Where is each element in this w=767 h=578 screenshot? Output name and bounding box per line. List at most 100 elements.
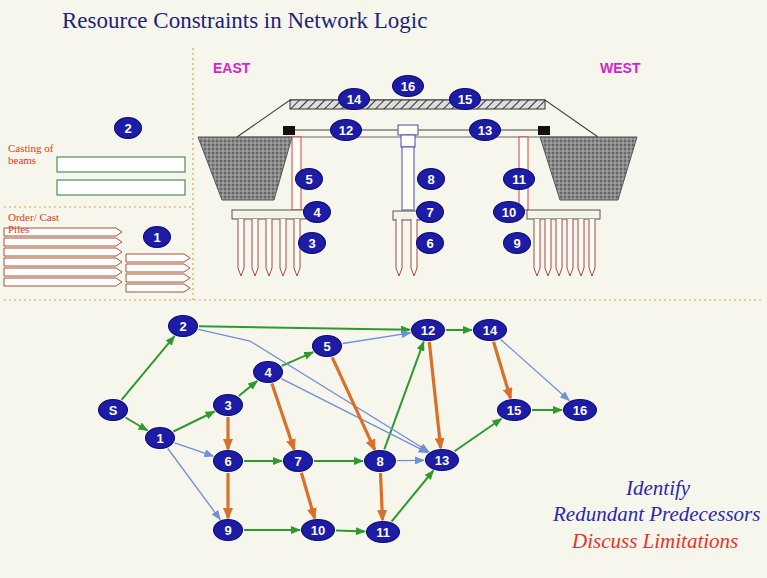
activity-node: 2 — [168, 315, 198, 337]
dependency-arrow — [343, 333, 411, 344]
dependency-arrow — [301, 473, 314, 519]
drawing-part — [527, 210, 600, 219]
node-number: 15 — [458, 93, 472, 106]
pile — [567, 219, 573, 276]
direction-label: WEST — [600, 60, 640, 76]
direction-label: EAST — [213, 60, 250, 76]
resource-label: Order/ Cast Piles — [8, 211, 70, 235]
node-number: 11 — [512, 173, 526, 186]
precast-pile — [4, 248, 122, 256]
activity-node: 9 — [213, 519, 243, 541]
dependency-arrow — [122, 336, 175, 400]
dependency-arrow — [392, 471, 434, 522]
drawing-part — [192, 48, 193, 300]
drawing-part — [538, 126, 550, 135]
dependency-arrow — [239, 381, 257, 396]
dependency-arrow — [332, 357, 375, 449]
precast-pile — [4, 258, 122, 266]
node-number: 14 — [483, 324, 497, 337]
node-number: 13 — [478, 124, 492, 137]
drawing-part — [198, 137, 292, 200]
dependency-arrow — [336, 530, 365, 533]
callout-ellipse: 10 — [493, 201, 525, 223]
drawing-part — [401, 135, 415, 147]
dependency-arrow — [244, 460, 282, 462]
node-number: 2 — [124, 122, 131, 135]
task-note: Identify — [626, 476, 690, 501]
dependency-arrow — [446, 329, 472, 331]
drawing-part — [290, 100, 545, 109]
callout-ellipse: 11 — [503, 168, 535, 190]
pile — [534, 219, 540, 276]
precast-pile — [4, 278, 122, 286]
dependency-arrow — [226, 473, 229, 518]
activity-node: 13 — [425, 449, 459, 471]
node-number: 3 — [224, 399, 231, 412]
activity-node: 7 — [283, 450, 313, 472]
task-note: Discuss Limitations — [572, 529, 738, 554]
drawing-part — [283, 126, 295, 135]
node-number: 10 — [311, 524, 325, 537]
callout-ellipse: 12 — [330, 119, 362, 141]
node-number: 14 — [347, 93, 361, 106]
node-number: S — [109, 404, 118, 417]
precast-pile — [4, 268, 122, 276]
callout-ellipse: 16 — [392, 75, 424, 97]
precast-pile — [126, 264, 190, 272]
drawing-part — [57, 157, 185, 172]
drawing-part — [398, 125, 418, 135]
pile — [252, 219, 258, 276]
callout-ellipse: 14 — [338, 88, 370, 110]
callout-ellipse: 5 — [295, 168, 323, 190]
pile — [396, 219, 402, 276]
slide-title: Resource Constraints in Network Logic — [62, 8, 427, 34]
dependency-arrow — [314, 460, 363, 462]
pile — [578, 219, 584, 276]
pile — [238, 219, 244, 276]
node-number: 12 — [421, 324, 435, 337]
precast-pile — [126, 254, 190, 262]
pile — [411, 219, 417, 276]
activity-node: 6 — [213, 450, 243, 472]
node-number: 16 — [401, 80, 415, 93]
abutments — [198, 137, 637, 200]
callout-ellipse: 8 — [417, 168, 445, 190]
resource-label: Casting of beams — [8, 142, 56, 166]
pile — [545, 219, 551, 276]
drawing-part — [4, 299, 763, 300]
node-number: 7 — [426, 206, 433, 219]
dependency-arrow — [226, 417, 229, 449]
activity-node: 3 — [213, 394, 243, 416]
activity-node: 15 — [497, 399, 531, 421]
dependency-arrow — [173, 412, 214, 432]
node-number: 12 — [339, 124, 353, 137]
dependency-arrow — [397, 460, 424, 462]
node-number: 11 — [376, 526, 390, 539]
dependency-arrow — [272, 384, 294, 450]
pile — [266, 219, 272, 276]
activity-node: 4 — [253, 361, 283, 383]
callout-ellipse: 15 — [449, 88, 481, 110]
dependency-arrow — [455, 419, 502, 452]
callout-ellipse: 4 — [303, 201, 331, 223]
dependency-arrow — [126, 418, 148, 431]
precast-pile — [126, 274, 190, 282]
precast-pile — [4, 238, 122, 246]
dependency-arrow — [244, 529, 300, 531]
dependency-arrow — [281, 379, 427, 453]
node-number: 8 — [376, 455, 383, 468]
callout-ellipse: 9 — [503, 232, 531, 254]
drawing-part — [237, 100, 598, 137]
node-number: 4 — [264, 366, 271, 379]
node-number: 4 — [313, 206, 320, 219]
callout-ellipse: 7 — [416, 201, 444, 223]
node-number: 5 — [305, 173, 312, 186]
node-number: 9 — [224, 524, 231, 537]
dependency-arrow — [198, 329, 428, 451]
dependency-arrow — [494, 342, 511, 398]
dependency-arrow — [429, 342, 440, 448]
node-number: 6 — [426, 237, 433, 250]
node-number: 1 — [153, 231, 160, 244]
activity-node: 14 — [473, 319, 507, 341]
activity-node: 10 — [301, 519, 335, 541]
